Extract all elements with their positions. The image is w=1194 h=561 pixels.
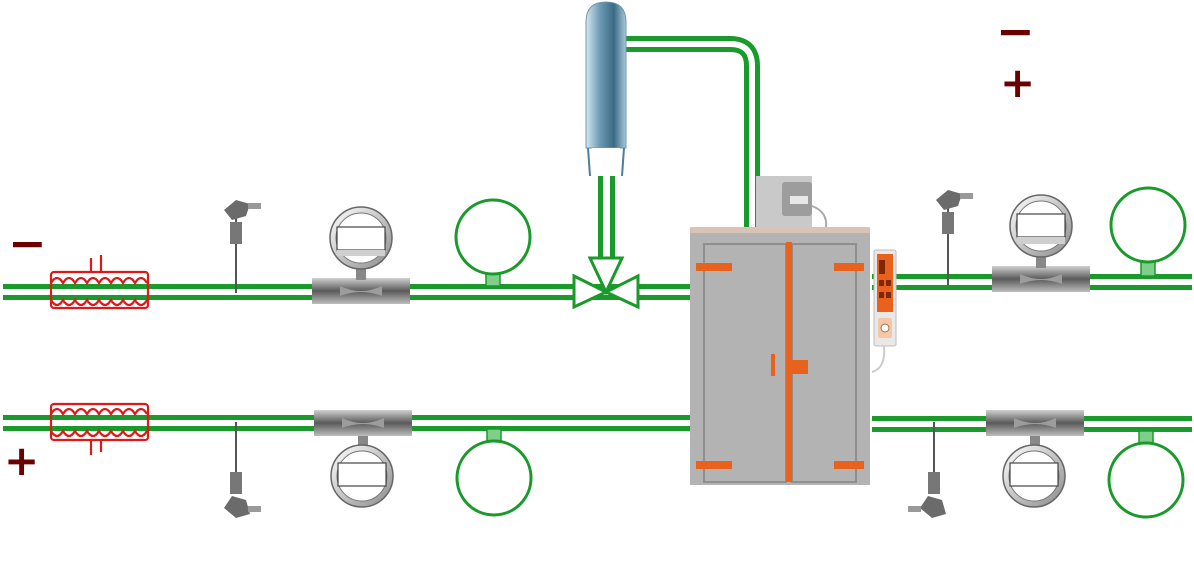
expansion-vessel-icon bbox=[455, 428, 533, 517]
flow-meter-icon bbox=[312, 262, 410, 304]
temperature-sensor-icon bbox=[224, 200, 261, 293]
expansion-vessel-icon bbox=[1109, 186, 1187, 277]
expansion-vessel-icon bbox=[1107, 430, 1185, 519]
pressure-gauge-icon bbox=[1009, 194, 1073, 258]
expansion-tank-icon bbox=[585, 1, 627, 177]
pipe-heater-icon bbox=[49, 402, 150, 455]
minus-sign-right: − bbox=[996, 4, 1035, 58]
pipe-tank-to-cabinet bbox=[624, 36, 760, 232]
pipe-tank-to-valve bbox=[598, 175, 615, 265]
flow-meter-icon bbox=[992, 250, 1090, 292]
plus-sign-right: + bbox=[1000, 58, 1036, 107]
pipe-heater-icon bbox=[49, 255, 150, 310]
temperature-sensor-icon bbox=[224, 422, 261, 518]
three-way-valve-icon bbox=[572, 256, 640, 310]
expansion-vessel-icon bbox=[454, 198, 532, 287]
control-cabinet-icon bbox=[690, 176, 897, 485]
pressure-gauge-icon bbox=[329, 206, 393, 270]
pressure-gauge-icon bbox=[1002, 444, 1066, 508]
pressure-gauge-icon bbox=[330, 444, 394, 508]
minus-sign-left: − bbox=[8, 216, 47, 270]
temperature-sensor-icon bbox=[936, 190, 973, 285]
temperature-sensor-icon bbox=[908, 422, 946, 518]
plus-sign-left: + bbox=[4, 436, 40, 485]
